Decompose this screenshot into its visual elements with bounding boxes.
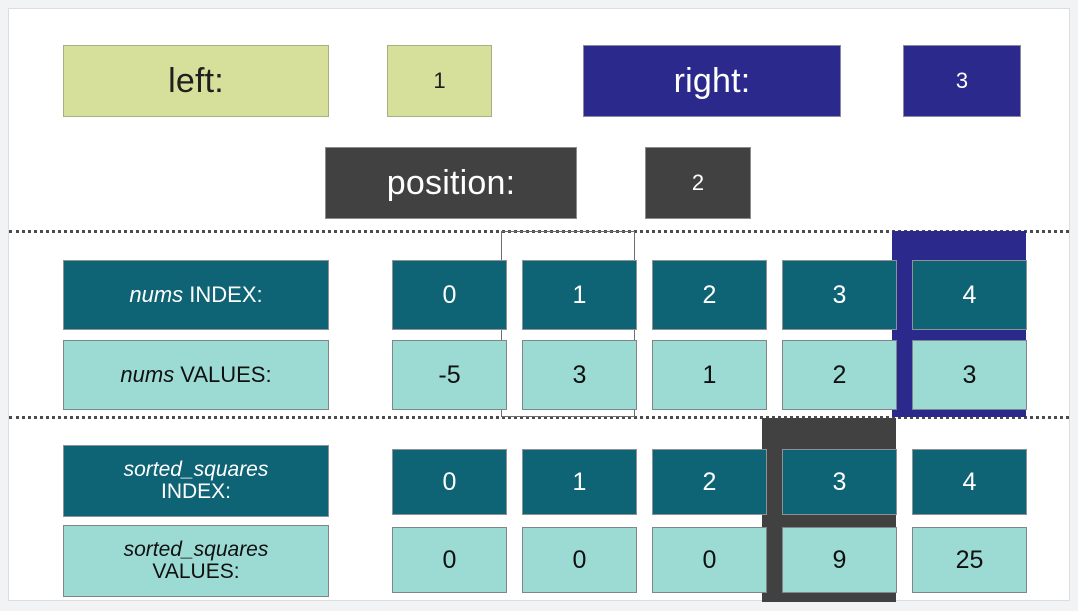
sorted-squares-index-label-varname: sorted_squares [123, 457, 269, 481]
variable-chip-left-label: left: [63, 45, 329, 117]
nums-values-label-suffix: VALUES: [174, 362, 272, 388]
sorted-squares-values-label-varname: sorted_squares [123, 537, 269, 561]
sorted-squares-value-cell-4: 25 [912, 527, 1027, 593]
sorted-squares-value-cell-1: 0 [522, 527, 637, 593]
sorted-squares-index-cell-2: 2 [652, 449, 767, 515]
nums-index-cell-3: 3 [782, 260, 897, 330]
sorted-squares-value-cell-3: 9 [782, 527, 897, 593]
variable-chip-position-label: position: [325, 147, 577, 219]
nums-index-cell-0: 0 [392, 260, 507, 330]
sorted-squares-value-cell-0: 0 [392, 527, 507, 593]
sorted-squares-values-row-label: sorted_squares VALUES: [63, 525, 329, 597]
sorted-squares-index-cell-1: 1 [522, 449, 637, 515]
sorted-squares-index-cell-3: 3 [782, 449, 897, 515]
nums-index-cell-1: 1 [522, 260, 637, 330]
nums-values-label-varname: nums [120, 362, 175, 388]
nums-values-row-label: nums VALUES: [63, 340, 329, 410]
sorted-squares-index-label-suffix: INDEX: [160, 480, 231, 503]
nums-value-cell-2: 1 [652, 340, 767, 410]
variable-chip-right-label: right: [583, 45, 841, 117]
nums-value-cell-3: 2 [782, 340, 897, 410]
nums-value-cell-1: 3 [522, 340, 637, 410]
sorted-squares-values-label-suffix: VALUES: [152, 560, 240, 583]
variable-chip-position-value: 2 [645, 147, 751, 219]
visualization-canvas: left: 1 right: 3 position: 2 nums INDEX:… [8, 8, 1070, 602]
sorted-squares-index-cell-4: 4 [912, 449, 1027, 515]
variable-chip-right-value: 3 [903, 45, 1021, 117]
section-divider-bottom [9, 416, 1069, 419]
variable-chip-left-value: 1 [387, 45, 492, 117]
sorted-squares-value-cell-2: 0 [652, 527, 767, 593]
nums-index-label-suffix: INDEX: [183, 282, 263, 308]
sorted-squares-index-cell-0: 0 [392, 449, 507, 515]
sorted-squares-index-row-label: sorted_squares INDEX: [63, 445, 329, 517]
nums-value-cell-4: 3 [912, 340, 1027, 410]
nums-index-cell-2: 2 [652, 260, 767, 330]
nums-index-label-varname: nums [129, 282, 184, 308]
nums-index-cell-4: 4 [912, 260, 1027, 330]
nums-value-cell-0: -5 [392, 340, 507, 410]
nums-index-row-label: nums INDEX: [63, 260, 329, 330]
